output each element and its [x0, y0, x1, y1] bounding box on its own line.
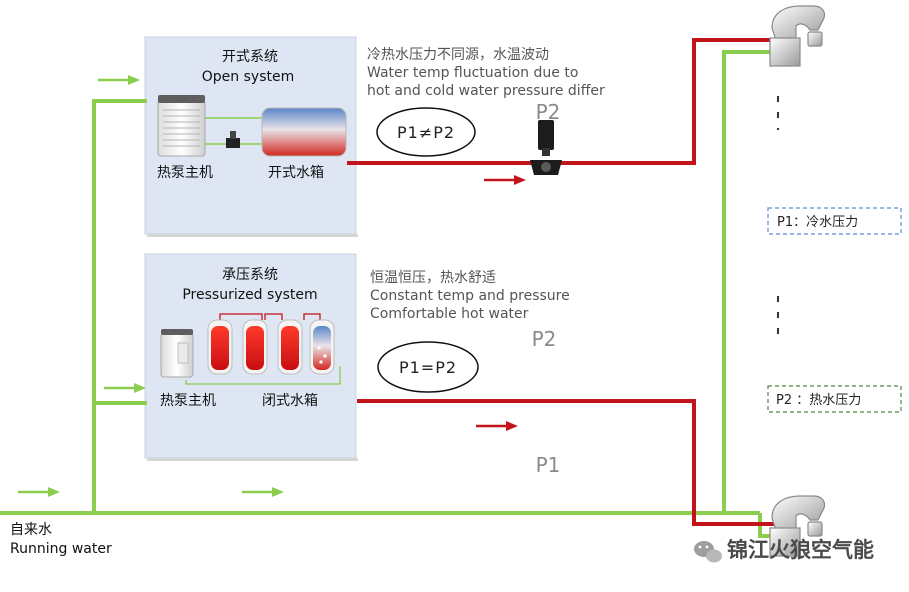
open-system-title-cn: 开式系统 [222, 49, 278, 65]
pressurized-title-en: Pressurized system [182, 287, 317, 303]
hot-pipe-pressurized [357, 399, 780, 526]
flow-arrow-icon [98, 75, 140, 85]
faucet-icon [769, 5, 826, 67]
water-tank-icon [277, 319, 303, 375]
valve-icon [226, 131, 240, 148]
flow-arrow-icon [242, 487, 284, 497]
running-water-cn: 自来水 [10, 522, 52, 538]
pressurized-title-cn: 承压系统 [222, 267, 278, 283]
flow-arrow-icon [476, 421, 518, 431]
pressurized-p1-marker: P1 [536, 453, 561, 477]
pressurized-heat-pump-label: 热泵主机 [160, 393, 216, 409]
water-tank-icon [261, 107, 347, 157]
water-tank-icon [309, 319, 335, 375]
pressurized-note-cn: 恒温恒压，热水舒适 [370, 270, 496, 286]
water-tank-icon [242, 319, 268, 375]
legend-p2-text: P2 ：热水压力 [776, 393, 861, 408]
faucet-icon [769, 495, 826, 557]
open-tank-label: 开式水箱 [268, 165, 324, 181]
pressurized-p2-marker: P2 [532, 327, 557, 351]
legend-p1-text: P1：冷水压力 [777, 215, 858, 230]
open-heat-pump-label: 热泵主机 [157, 165, 213, 181]
pressurized-note-en-1: Constant temp and pressure [370, 288, 570, 304]
open-pressure-text: P1≠P2 [397, 123, 455, 142]
water-tank-icon [207, 319, 233, 375]
open-p2-marker: P2 [536, 100, 561, 124]
open-note-cn: 冷热水压力不同源，水温波动 [367, 47, 549, 63]
flow-arrow-icon [104, 383, 146, 393]
connecting-pipes-pressurized [185, 313, 341, 385]
pump-icon [530, 120, 562, 175]
legend-hot-pressure: P2 ：热水压力 [767, 385, 902, 413]
running-water-en: Running water [10, 541, 112, 557]
heat-pump-icon [160, 329, 194, 378]
brand-text: 锦江火狼空气能 [727, 538, 874, 562]
cold-riser [722, 50, 780, 513]
brand-watermark: 锦江火狼空气能 [694, 538, 874, 563]
open-pressure-relation: P1≠P2 [376, 107, 476, 157]
heat-pump-icon [157, 95, 206, 157]
flow-arrow-icon [18, 487, 60, 497]
flow-arrows [18, 75, 526, 497]
pressurized-tank-label: 闭式水箱 [262, 393, 318, 409]
flow-arrow-icon [484, 175, 526, 185]
pressurized-pressure-text: P1=P2 [399, 358, 457, 377]
pressurized-note-en-2: Comfortable hot water [370, 306, 529, 322]
open-system-title-en: Open system [202, 69, 294, 85]
open-note-en-2: hot and cold water pressure differ [367, 83, 605, 99]
hot-water-pipes [347, 38, 780, 526]
pressurized-pressure-relation: P1=P2 [377, 341, 479, 393]
hot-pipe-open [347, 38, 780, 165]
legend-cold-pressure: P1：冷水压力 [767, 207, 902, 235]
cold-water-pipes [0, 50, 780, 538]
open-note-en-1: Water temp fluctuation due to [367, 65, 578, 81]
wechat-icon [694, 541, 722, 563]
cold-branch-open [92, 99, 147, 513]
